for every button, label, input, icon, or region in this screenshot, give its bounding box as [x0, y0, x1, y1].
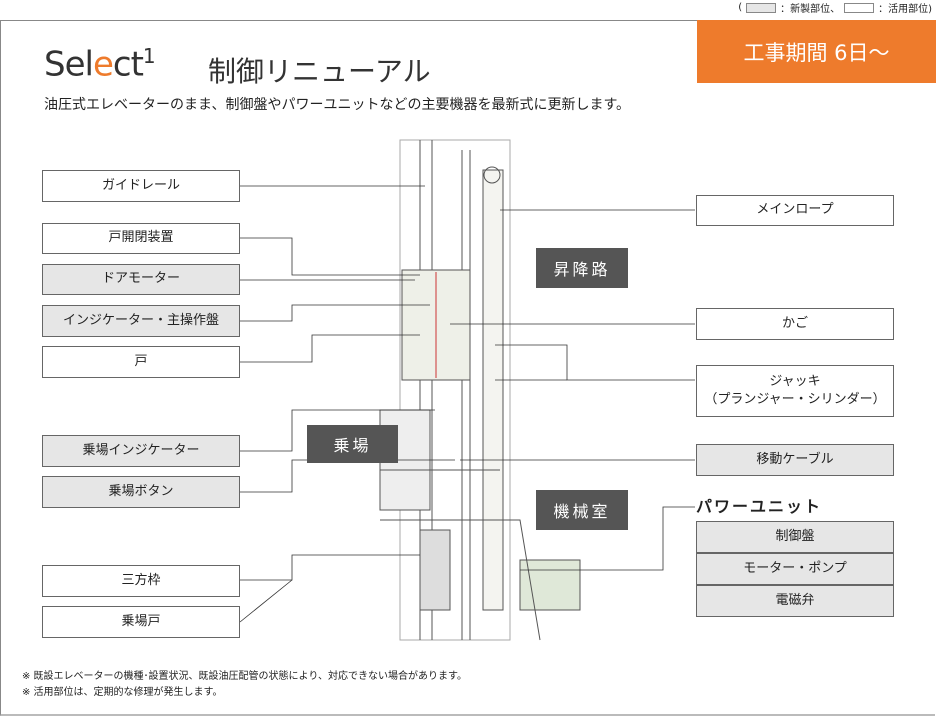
- label-hall-door: 乗場戸: [42, 606, 240, 638]
- legend-new: ：新製部位、: [780, 4, 841, 15]
- note-1: ※ 既設エレベーターの機種･設置状況、既設油圧配管の状態により、対応できない場合…: [22, 671, 467, 682]
- label-solenoid-valve: 電磁弁: [696, 585, 894, 617]
- section-hoistway: 昇降路: [536, 248, 628, 288]
- power-unit-title: パワーユニット: [696, 497, 823, 516]
- legend: ( ：新製部位、 ：活用部位): [738, 0, 932, 15]
- label-travel-cable: 移動ケーブル: [696, 444, 894, 476]
- label-indicator-panel: インジケーター・主操作盤: [42, 305, 240, 337]
- note-2: ※ 活用部位は、定期的な修理が発生します。: [22, 687, 223, 698]
- label-control-panel: 制御盤: [696, 521, 894, 553]
- reused-part-swatch: [844, 2, 875, 13]
- label-car: かご: [696, 308, 894, 340]
- label-main-rope: メインロープ: [696, 195, 894, 226]
- label-hall-button: 乗場ボタン: [42, 476, 240, 508]
- label-jack: ジャッキ （プランジャー・シリンダー）: [696, 365, 894, 417]
- duration-badge: 工事期間 6日〜: [697, 20, 936, 83]
- label-jamb: 三方枠: [42, 565, 240, 597]
- leader-lines: [239, 185, 695, 623]
- legend-reused: ：活用部位): [878, 4, 932, 15]
- section-machine-room: 機械室: [536, 490, 628, 530]
- subtitle: 油圧式エレベーターのまま、制御盤やパワーユニットなどの主要機器を最新式に更新しま…: [44, 97, 631, 113]
- label-door: 戸: [42, 346, 240, 378]
- label-guide-rail: ガイドレール: [42, 170, 240, 202]
- legend-paren: (: [738, 2, 743, 13]
- section-landing: 乗場: [307, 425, 398, 463]
- select-logo: Select1: [44, 44, 156, 85]
- label-motor-pump: モーター・ポンプ: [696, 553, 894, 585]
- label-door-motor: ドアモーター: [42, 264, 240, 295]
- label-door-operator: 戸開閉装置: [42, 223, 240, 254]
- label-hall-indicator: 乗場インジケーター: [42, 435, 240, 467]
- new-part-swatch: [746, 2, 777, 13]
- page-title: 制御リニューアル: [208, 55, 431, 88]
